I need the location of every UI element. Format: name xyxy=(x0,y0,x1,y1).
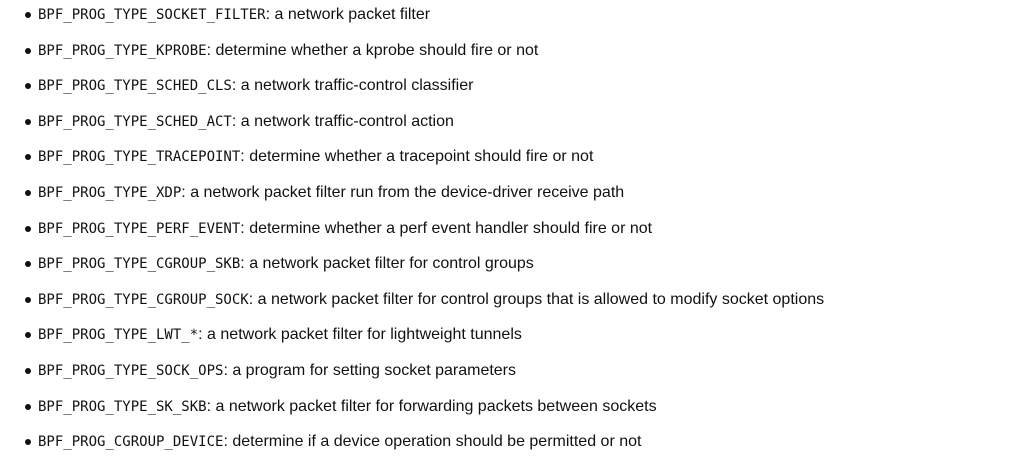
list-item: BPF_PROG_TYPE_TRACEPOINT: determine whet… xyxy=(25,148,1024,166)
separator: : xyxy=(206,41,216,59)
separator: : xyxy=(265,6,275,23)
separator: : xyxy=(181,183,191,201)
prog-type-description: determine whether a kprobe should fire o… xyxy=(215,41,539,59)
list-item: BPF_PROG_TYPE_SOCKET_FILTER: a network p… xyxy=(25,6,1024,24)
prog-type-description: determine if a device operation should b… xyxy=(232,433,642,451)
separator: : xyxy=(240,148,250,166)
list-item: BPF_PROG_TYPE_SCHED_CLS: a network traff… xyxy=(25,77,1024,95)
prog-type-description: a network packet filter for control grou… xyxy=(249,255,534,273)
separator: : xyxy=(206,397,216,415)
separator: : xyxy=(240,219,250,237)
separator: : xyxy=(248,290,258,308)
list-item: BPF_PROG_TYPE_XDP: a network packet filt… xyxy=(25,183,1024,202)
prog-type-description: a network packet filter run from the dev… xyxy=(190,183,625,201)
separator: : xyxy=(240,255,250,273)
list-item: BPF_PROG_TYPE_SOCK_OPS: a program for se… xyxy=(25,361,1024,380)
prog-type-code: BPF_PROG_TYPE_XDP xyxy=(38,184,182,201)
list-item: BPF_PROG_TYPE_KPROBE: determine whether … xyxy=(25,41,1024,60)
prog-type-code: BPF_PROG_TYPE_SCHED_CLS xyxy=(38,78,232,95)
list-item: BPF_PROG_CGROUP_DEVICE: determine if a d… xyxy=(25,433,1024,451)
bpf-prog-type-list: BPF_PROG_TYPE_SOCKET_FILTER: a network p… xyxy=(25,6,1024,451)
list-item: BPF_PROG_TYPE_PERF_EVENT: determine whet… xyxy=(25,219,1024,238)
separator: : xyxy=(223,361,233,379)
prog-type-description: a network traffic-control action xyxy=(240,112,454,130)
prog-type-code: BPF_PROG_TYPE_TRACEPOINT xyxy=(38,149,241,166)
prog-type-description: a program for setting socket parameters xyxy=(232,361,517,379)
prog-type-code: BPF_PROG_CGROUP_DEVICE xyxy=(38,434,224,451)
separator: : xyxy=(231,112,241,130)
separator: : xyxy=(198,326,208,344)
prog-type-description: determine whether a tracepoint should fi… xyxy=(249,148,594,166)
prog-type-description: a network packet filter for control grou… xyxy=(257,290,825,308)
prog-type-code: BPF_PROG_TYPE_PERF_EVENT xyxy=(38,220,241,237)
list-item: BPF_PROG_TYPE_CGROUP_SOCK: a network pac… xyxy=(25,290,1024,309)
prog-type-code: BPF_PROG_TYPE_SOCKET_FILTER xyxy=(38,7,266,23)
prog-type-description: determine whether a perf event handler s… xyxy=(249,219,653,237)
separator: : xyxy=(223,433,233,451)
list-item: BPF_PROG_TYPE_LWT_*: a network packet fi… xyxy=(25,326,1024,344)
prog-type-description: a network packet filter for lightweight … xyxy=(207,326,522,344)
list-item: BPF_PROG_TYPE_SK_SKB: a network packet f… xyxy=(25,397,1024,416)
list-item: BPF_PROG_TYPE_SCHED_ACT: a network traff… xyxy=(25,112,1024,131)
list-item: BPF_PROG_TYPE_CGROUP_SKB: a network pack… xyxy=(25,255,1024,273)
separator: : xyxy=(231,77,241,95)
prog-type-code: BPF_PROG_TYPE_SK_SKB xyxy=(38,398,207,415)
prog-type-description: a network packet filter for forwarding p… xyxy=(215,397,657,415)
prog-type-code: BPF_PROG_TYPE_SCHED_ACT xyxy=(38,113,232,130)
prog-type-code: BPF_PROG_TYPE_CGROUP_SOCK xyxy=(38,291,249,308)
prog-type-description: a network traffic-control classifier xyxy=(240,77,474,95)
prog-type-code: BPF_PROG_TYPE_KPROBE xyxy=(38,42,207,59)
prog-type-code: BPF_PROG_TYPE_SOCK_OPS xyxy=(38,362,224,379)
prog-type-description: a network packet filter xyxy=(274,6,431,23)
prog-type-code: BPF_PROG_TYPE_CGROUP_SKB xyxy=(38,256,241,273)
prog-type-code: BPF_PROG_TYPE_LWT_* xyxy=(38,327,199,344)
